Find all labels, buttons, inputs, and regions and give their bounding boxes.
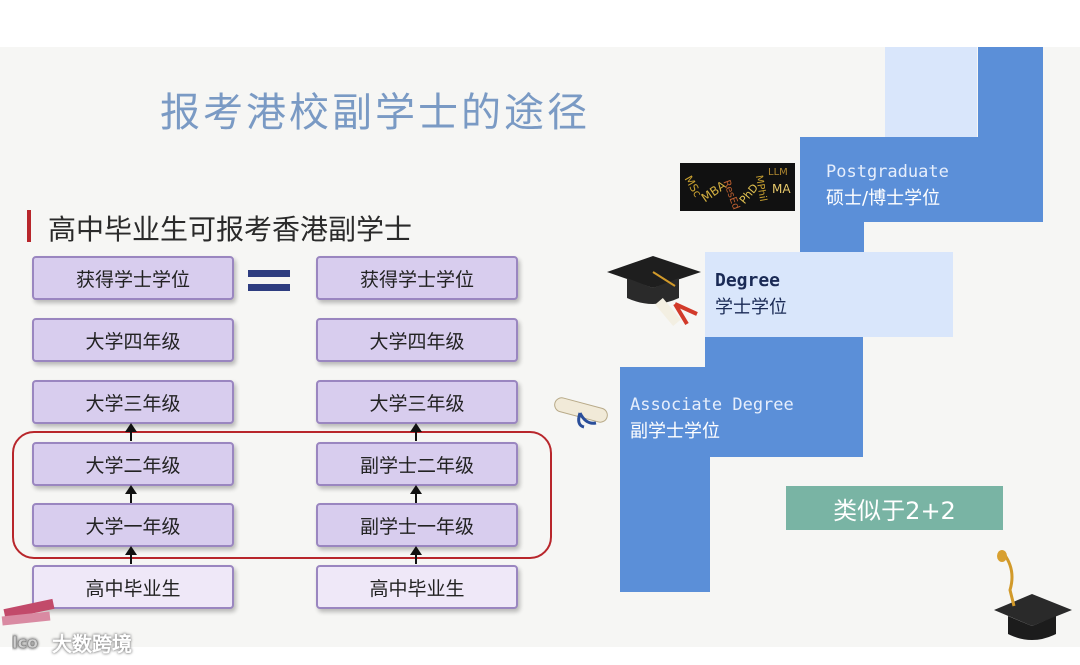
page-title: 报考港校副学士的途径	[160, 90, 590, 136]
keyword-collage-image: MSc MBA ResEd PhD MPhil MA LLM	[680, 163, 795, 211]
books-icon	[0, 590, 60, 630]
left-step-year2: 大学二年级	[32, 442, 234, 486]
stair-postgraduate-riser	[800, 222, 864, 252]
graduation-cap-tassel-icon	[990, 548, 1075, 648]
stair-associate-column	[620, 457, 710, 592]
left-arrow-highschool-to-year1	[125, 546, 137, 564]
right-step-highschool: 高中毕业生	[316, 565, 518, 609]
right-step-year3: 大学三年级	[316, 380, 518, 424]
svg-text:LLM: LLM	[768, 167, 788, 178]
left-step-year1: 大学一年级	[32, 503, 234, 547]
left-step-bachelor: 获得学士学位	[32, 256, 234, 300]
stair-associate	[620, 367, 863, 457]
svg-text:MA: MA	[772, 182, 791, 196]
left-arrow-year1-to-year2	[125, 485, 137, 503]
left-arrow-year2-to-year3	[125, 423, 137, 441]
stair-degree	[705, 252, 953, 337]
left-step-year3: 大学三年级	[32, 380, 234, 424]
page-subtitle: 高中毕业生可报考香港副学士	[48, 213, 413, 246]
equals-sign-bottom	[248, 284, 290, 291]
graduation-cap-icon	[605, 252, 705, 340]
right-arrow-year2-to-year3	[410, 423, 422, 441]
stair-degree-riser	[705, 337, 863, 367]
left-step-year4: 大学四年级	[32, 318, 234, 362]
svg-text:lco: lco	[12, 633, 38, 652]
equals-sign-top	[248, 270, 290, 277]
watermark-logo: lco	[12, 628, 52, 653]
svg-text:ResEd: ResEd	[720, 179, 741, 211]
right-step-associate-year2: 副学士二年级	[316, 442, 518, 486]
right-arrow-year1-to-year2	[410, 485, 422, 503]
right-step-bachelor: 获得学士学位	[316, 256, 518, 300]
degree-label-en: Degree	[715, 270, 781, 291]
right-step-year4: 大学四年级	[316, 318, 518, 362]
degree-label-cn: 学士学位	[715, 297, 787, 318]
right-step-associate-year1: 副学士一年级	[316, 503, 518, 547]
associate-label-en: Associate Degree	[630, 395, 794, 415]
associate-years-highlight	[12, 431, 552, 559]
similar-to-2plus2-badge: 类似于2+2	[786, 486, 1003, 530]
postgraduate-label-cn: 硕士/博士学位	[826, 188, 941, 209]
diploma-scroll-icon	[550, 395, 615, 430]
right-arrow-highschool-to-year1	[410, 546, 422, 564]
subtitle-accent-bar	[27, 210, 31, 242]
left-step-highschool: 高中毕业生	[32, 565, 234, 609]
watermark-text: 大数跨境	[52, 632, 132, 656]
stair-light-top	[885, 47, 977, 137]
stair-postgraduate	[800, 137, 1043, 222]
svg-text:MPhil: MPhil	[753, 174, 768, 202]
postgraduate-label-en: Postgraduate	[826, 162, 949, 182]
associate-label-cn: 副学士学位	[630, 421, 720, 442]
